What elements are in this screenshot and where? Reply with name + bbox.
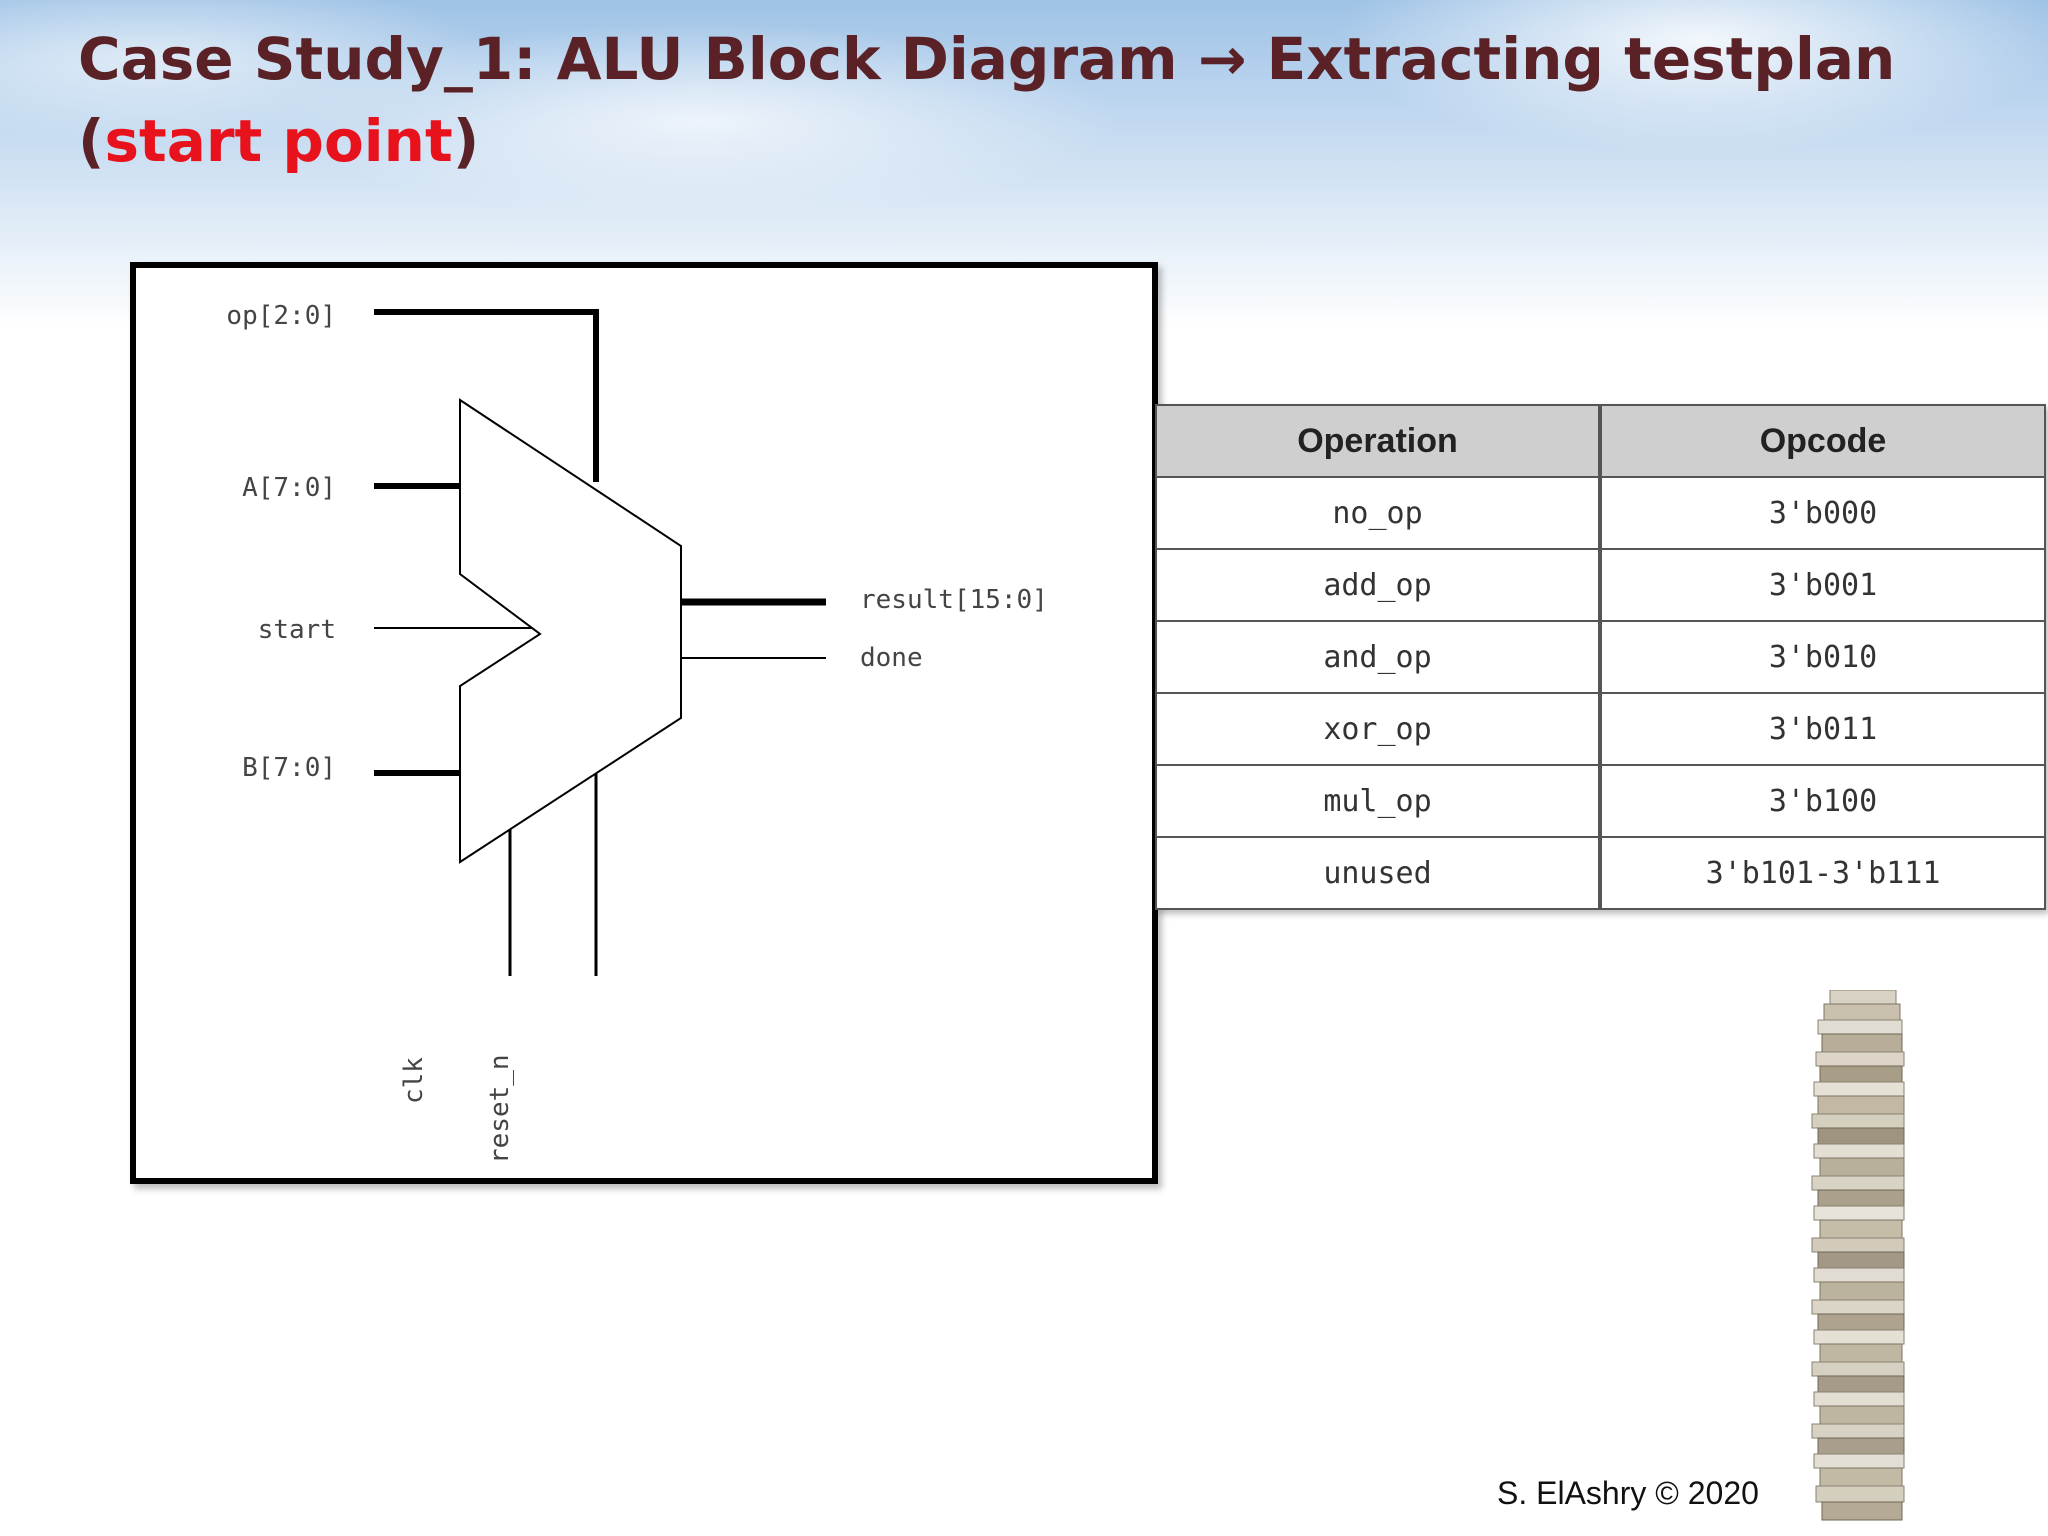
table-header-row: Operation Opcode [1155,404,2046,478]
table-cell-opcode: 3'b101-3'b111 [1599,836,2046,910]
alu-diagram-svg: op[2:0] A[7:0] start B[7:0] result[15:0]… [226,301,1048,1164]
table-header-opcode: Opcode [1599,404,2046,478]
table-cell-opcode: 3'b010 [1599,620,2046,694]
table-row: unused 3'b101-3'b111 [1155,836,2046,910]
table-header-operation: Operation [1155,404,1602,478]
signal-label-b: B[7:0] [242,753,336,783]
alu-block-diagram: op[2:0] A[7:0] start B[7:0] result[15:0]… [130,262,1158,1184]
table-row: xor_op 3'b011 [1155,692,2046,766]
slide-title: Case Study_1: ALU Block Diagram → Extrac… [78,18,1978,182]
opcode-table: Operation Opcode no_op 3'b000 add_op 3'b… [1155,404,2046,910]
title-part1: Case Study_1: ALU Block Diagram [78,25,1198,93]
table-cell-opcode: 3'b011 [1599,692,2046,766]
title-line2-close: ) [452,107,480,175]
alu-shape [459,398,682,864]
signal-label-done: done [860,643,923,673]
arrow-icon: → [1197,25,1247,93]
table-cell-opcode: 3'b100 [1599,764,2046,838]
table-cell-operation: add_op [1155,548,1602,622]
book-stack-icon [1811,990,1905,1521]
table-row: mul_op 3'b100 [1155,764,2046,838]
copyright-text: S. ElAshry © 2020 [1497,1475,1759,1511]
table-cell-operation: xor_op [1155,692,1602,766]
table-cell-operation: unused [1155,836,1602,910]
table-row: and_op 3'b010 [1155,620,2046,694]
signal-label-op: op[2:0] [226,301,336,331]
signal-label-reset-n: reset_n [485,1054,515,1164]
wire-op [374,309,599,482]
signal-label-result: result[15:0] [860,585,1048,615]
table-cell-operation: no_op [1155,476,1602,550]
title-line2-open: ( [78,107,105,175]
signal-label-start: start [258,615,336,645]
table-row: no_op 3'b000 [1155,476,2046,550]
table-cell-operation: mul_op [1155,764,1602,838]
title-part2: Extracting testplan [1246,25,1896,93]
signal-label-clk: clk [399,1057,429,1104]
table-cell-opcode: 3'b000 [1599,476,2046,550]
table-row: add_op 3'b001 [1155,548,2046,622]
table-cell-opcode: 3'b001 [1599,548,2046,622]
table-cell-operation: and_op [1155,620,1602,694]
title-highlight: start point [104,107,453,175]
signal-label-a: A[7:0] [242,473,336,503]
